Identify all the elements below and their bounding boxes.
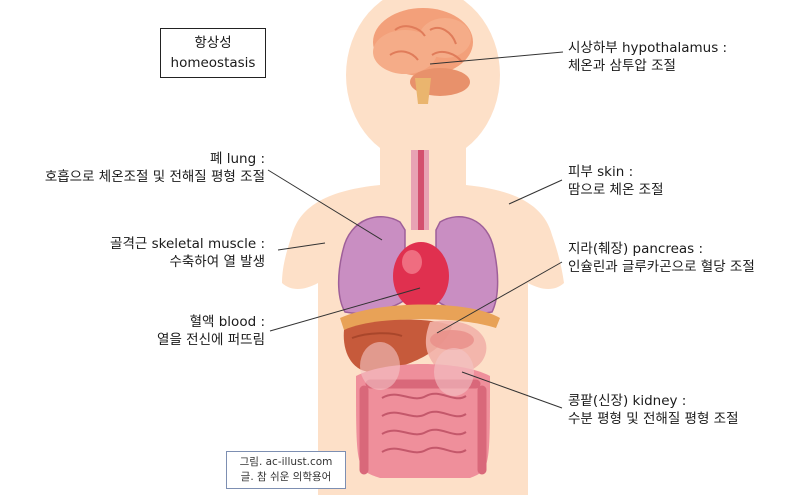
diaphragm-illustration: [340, 304, 500, 330]
leader-line-pancreas: [436, 261, 563, 334]
leader-line-lung: [267, 169, 383, 241]
label-skin: 피부 skin : 땀으로 체온 조절: [568, 164, 664, 198]
leader-line-hypothalamus: [429, 51, 564, 65]
trachea-illustration: [411, 150, 429, 230]
leader-lines: [267, 51, 564, 409]
label-lung: 폐 lung : 호흡으로 체온조절 및 전해질 평형 조절: [44, 151, 265, 185]
heart-illustration: [393, 242, 449, 310]
title-english: homeostasis: [170, 55, 256, 71]
leader-line-blood: [269, 287, 421, 332]
title-box: 항상성 homeostasis: [160, 28, 266, 78]
leader-line-kidney: [461, 371, 563, 409]
leader-line-skin: [508, 179, 563, 205]
title-korean: 항상성: [194, 35, 232, 51]
image-credit: 그림. ac-illust.com 글. 참 쉬운 의학용어: [226, 451, 346, 489]
leader-line-skeletal-muscle: [277, 242, 326, 251]
label-skeletal-muscle: 골격근 skeletal muscle : 수축하여 열 발생: [110, 236, 265, 270]
brain-illustration: [373, 8, 473, 104]
label-blood: 혈액 blood : 열을 전신에 퍼뜨림: [157, 314, 265, 348]
label-pancreas: 지라(췌장) pancreas : 인슐린과 글루카곤으로 혈당 조절: [568, 241, 755, 275]
label-hypothalamus: 시상하부 hypothalamus : 체온과 삼투압 조절: [568, 40, 728, 74]
label-kidney: 콩팥(신장) kidney : 수분 평형 및 전해질 평형 조절: [568, 393, 739, 427]
lungs-illustration: [337, 215, 499, 315]
intestines-illustration: [356, 342, 490, 478]
